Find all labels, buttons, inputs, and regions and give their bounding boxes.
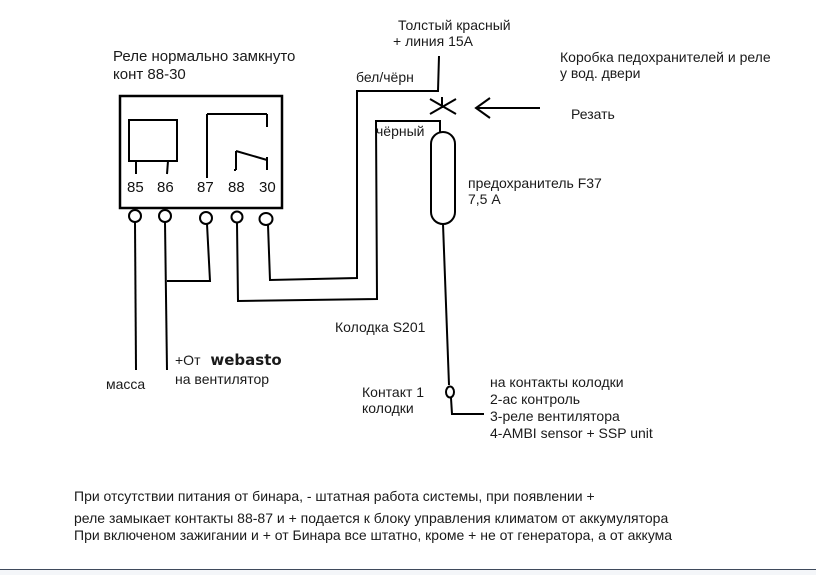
relay-housing: [118, 94, 284, 210]
notes: При отсутствии питания от бинара, - штат…: [74, 488, 672, 544]
webasto-prefix: +От: [175, 352, 201, 368]
terminal-87: [199, 211, 213, 225]
pin-terminals: [128, 209, 274, 226]
webasto-brand: webasto: [210, 351, 282, 369]
contacts-list: на контакты колодки 2-ас контроль 3-реле…: [490, 374, 653, 442]
wire-contacts: [450, 397, 484, 415]
relay-title-line2: конт 88-30: [113, 66, 186, 83]
contacts-list-item: 4-AMBI sensor + SSP unit: [490, 425, 653, 441]
note-line: реле замыкает контакты 88-87 и + подаетс…: [74, 510, 669, 526]
thick-red-line1: Толстый красный: [398, 17, 511, 33]
note-line: При отсутствии питания от бинара, - штат…: [74, 488, 595, 504]
arrow-left-icon: [474, 97, 540, 119]
contact-line2: колодки: [362, 400, 414, 416]
wire-ground: [134, 221, 137, 371]
relay-switch: [206, 113, 268, 178]
cut-mark-icon: [429, 97, 457, 115]
webasto-line2: на вентилятор: [175, 371, 270, 387]
connector-s201-label: Колодка S201: [335, 319, 426, 335]
black-wire-label: чёрный: [376, 123, 425, 139]
terminal-85: [128, 209, 142, 223]
pin-label-30: 30: [259, 179, 276, 196]
relay-title-line1: Реле нормально замкнуто: [113, 48, 296, 65]
fuse-box-line2: у вод. двери: [560, 65, 641, 81]
pin-label-88: 88: [228, 179, 245, 196]
fuse-label-line2: 7,5 А: [468, 191, 501, 207]
wire-black: [236, 120, 441, 303]
note-line: При включеном зажигании и + от Бинара вс…: [74, 527, 673, 543]
terminal-86: [158, 209, 172, 223]
fuse-label: предохранитель F37 7,5 А: [468, 175, 602, 207]
fuse-box-line1: Коробка педохранителей и реле: [560, 49, 771, 65]
contacts-list-item: на контакты колодки: [490, 374, 624, 390]
fuse-label-line1: предохранитель F37: [468, 175, 602, 191]
contact-1-terminal: [445, 385, 455, 399]
bottom-border: [0, 569, 816, 575]
fuse-f37: [430, 131, 456, 225]
pin-label-85: 85: [127, 179, 144, 196]
fuse-box-label: Коробка педохранителей и реле у вод. две…: [560, 49, 771, 81]
relay-title: Реле нормально замкнуто конт 88-30: [113, 49, 295, 83]
relay-coil: [128, 119, 178, 162]
contact-1-label: Контакт 1 колодки: [362, 384, 424, 416]
white-black-wire-label: бел/чёрн: [356, 69, 414, 85]
thick-red-line-label: Толстый красный: [398, 17, 511, 33]
contact-line1: Контакт 1: [362, 384, 425, 400]
wire-webasto: [164, 221, 168, 371]
thick-red-line2: + линия 15А: [393, 33, 473, 49]
cut-label: Резать: [571, 106, 615, 122]
terminal-30: [258, 212, 274, 226]
pin-label-87: 87: [197, 179, 214, 196]
wire-white-black: [267, 55, 440, 282]
wire-fuse-contact: [442, 223, 450, 386]
ground-label: масса: [106, 376, 146, 392]
contacts-list-item: 3-реле вентилятора: [490, 408, 620, 424]
webasto-label: +От webasto: [175, 352, 282, 368]
terminal-88: [230, 210, 244, 224]
pin-label-86: 86: [157, 179, 174, 196]
contacts-list-item: 2-ас контроль: [490, 391, 581, 407]
